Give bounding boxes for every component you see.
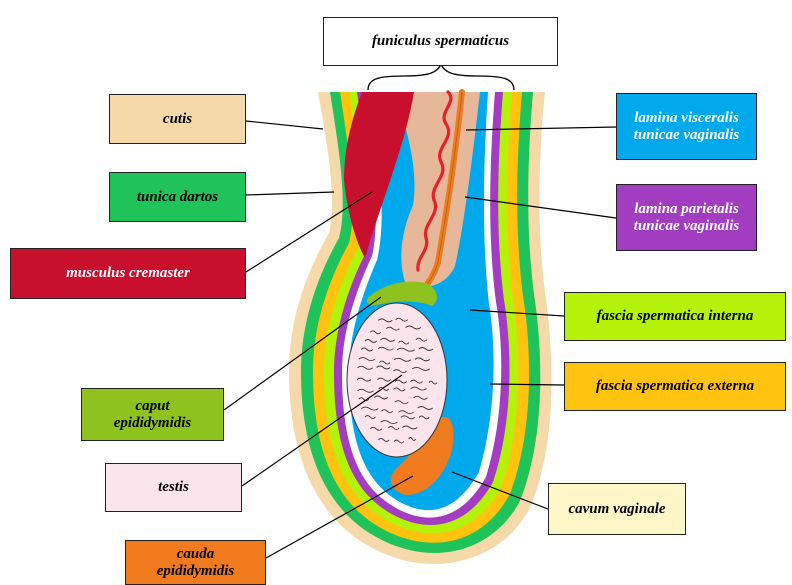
label-parietalis-line1: lamina parietalis (634, 201, 739, 218)
leader-cutis (246, 121, 323, 129)
label-cauda-line1: cauda (177, 546, 215, 563)
leader-dartos (246, 192, 334, 195)
label-cavum-vaginale: cavum vaginale (548, 483, 686, 535)
label-caput-line2: epididymidis (114, 415, 192, 432)
label-fascia-spermatica-interna: fascia spermatica interna (564, 292, 786, 341)
funiculus-brace (368, 64, 514, 90)
label-lamina-visceralis: lamina visceralis tunicae vaginalis (616, 93, 757, 160)
label-cavum-text: cavum vaginale (568, 501, 665, 518)
label-tunica-dartos: tunica dartos (109, 172, 246, 222)
label-fascia-interna-text: fascia spermatica interna (597, 308, 754, 325)
label-musculus-cremaster-text: musculus cremaster (66, 265, 190, 282)
label-cauda-epididymidis: cauda epididymidis (125, 540, 266, 585)
label-fascia-externa-text: fascia spermatica externa (596, 378, 754, 395)
label-cauda-line2: epididymidis (157, 563, 235, 580)
label-cutis-text: cutis (163, 111, 192, 128)
label-caput-line1: caput (135, 398, 169, 415)
label-lamina-parietalis: lamina parietalis tunicae vaginalis (616, 184, 757, 251)
label-funiculus-text: funiculus spermaticus (372, 33, 509, 50)
label-testis: testis (105, 463, 242, 512)
label-fascia-spermatica-externa: fascia spermatica externa (564, 362, 786, 411)
label-visceralis-line1: lamina visceralis (634, 110, 739, 127)
label-funiculus-spermaticus: funiculus spermaticus (323, 17, 558, 66)
label-cutis: cutis (109, 94, 246, 144)
label-caput-epididymidis: caput epididymidis (81, 388, 224, 441)
label-musculus-cremaster: musculus cremaster (10, 248, 246, 299)
label-parietalis-line2: tunicae vaginalis (634, 218, 739, 235)
label-visceralis-line2: tunicae vaginalis (634, 127, 739, 144)
label-tunica-dartos-text: tunica dartos (137, 189, 218, 206)
label-testis-text: testis (158, 479, 189, 496)
